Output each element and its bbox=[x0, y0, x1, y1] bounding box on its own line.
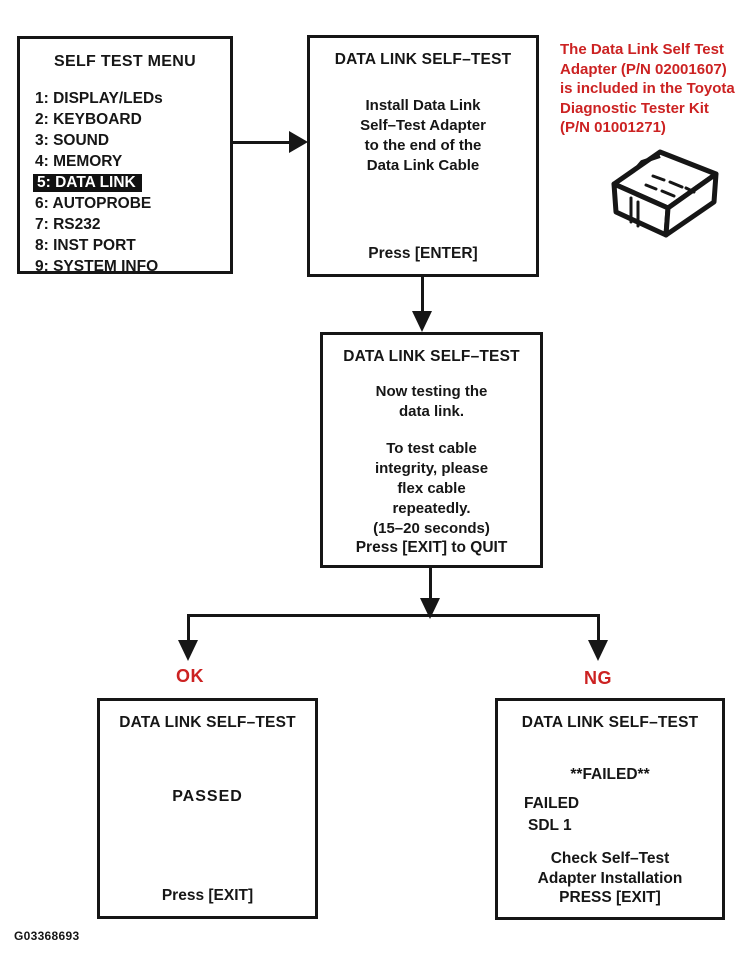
arrowhead-down-icon bbox=[420, 598, 440, 619]
failed-screen: DATA LINK SELF–TEST **FAILED** FAILED SD… bbox=[495, 698, 725, 920]
ng-branch-label: NG bbox=[584, 668, 612, 688]
arrowhead-down-icon bbox=[412, 311, 432, 332]
arrowhead-down-icon bbox=[588, 640, 608, 661]
testing-screen: DATA LINK SELF–TEST Now testing the data… bbox=[320, 332, 543, 568]
install-screen-footer: Press [ENTER] bbox=[368, 245, 478, 262]
testing-screen-footer: Press [EXIT] to QUIT bbox=[355, 539, 508, 556]
connector-install-to-testing bbox=[421, 277, 424, 312]
passed-screen-footer: Press [EXIT] bbox=[161, 887, 254, 904]
passed-screen-title: DATA LINK SELF–TEST bbox=[119, 714, 296, 731]
menu-item-display-leds: 1: DISPLAY/LEDs bbox=[35, 90, 163, 107]
install-adapter-screen: DATA LINK SELF–TEST Install Data Link Se… bbox=[307, 35, 539, 277]
menu-item-sound: 3: SOUND bbox=[35, 132, 110, 149]
menu-item-system-info: 9: SYSTEM INFO bbox=[35, 258, 159, 275]
connector-menu-to-install bbox=[233, 141, 291, 144]
adapter-note: The Data Link Self Test Adapter (P/N 020… bbox=[560, 41, 735, 136]
menu-item-keyboard: 2: KEYBOARD bbox=[35, 111, 142, 128]
self-test-menu-screen: SELF TEST MENU 1: DISPLAY/LEDs 2: KEYBOA… bbox=[17, 36, 233, 277]
menu-item-inst-port: 8: INST PORT bbox=[35, 237, 136, 254]
branch-right-drop bbox=[597, 614, 600, 641]
menu-item-autoprobe: 6: AUTOPROBE bbox=[35, 195, 152, 212]
branch-horizontal-line bbox=[187, 614, 600, 617]
ok-branch-label: OK bbox=[176, 666, 204, 686]
failed-status-line1: FAILED bbox=[524, 795, 580, 812]
menu-item-memory: 4: MEMORY bbox=[35, 153, 123, 170]
menu-item-rs232: 7: RS232 bbox=[35, 216, 101, 233]
testing-screen-body2: To test cable integrity, please flex cab… bbox=[373, 440, 490, 537]
install-screen-body: Install Data Link Self–Test Adapter to t… bbox=[360, 97, 486, 174]
failed-status-line2: SDL 1 bbox=[528, 817, 572, 834]
failed-screen-footer: PRESS [EXIT] bbox=[559, 889, 661, 906]
self-test-adapter-icon bbox=[598, 136, 730, 245]
branch-left-drop bbox=[187, 614, 190, 641]
arrowhead-down-icon bbox=[178, 640, 198, 661]
failed-status-banner: **FAILED** bbox=[570, 766, 650, 783]
arrowhead-right-icon bbox=[289, 131, 308, 153]
failed-screen-title: DATA LINK SELF–TEST bbox=[521, 714, 699, 731]
testing-screen-title: DATA LINK SELF–TEST bbox=[343, 348, 520, 365]
passed-status: PASSED bbox=[172, 788, 243, 805]
menu-item-data-link-selected: 5: DATA LINK bbox=[33, 172, 230, 193]
testing-screen-body1: Now testing the data link. bbox=[375, 383, 488, 420]
failed-hint: Check Self–Test Adapter Installation bbox=[537, 850, 683, 887]
passed-screen: DATA LINK SELF–TEST PASSED Press [EXIT] bbox=[97, 698, 318, 919]
menu-list: 1: DISPLAY/LEDs 2: KEYBOARD 3: SOUND 4: … bbox=[33, 88, 230, 277]
connector-testing-to-branch bbox=[429, 568, 432, 599]
figure-code: G03368693 bbox=[14, 929, 80, 943]
install-screen-title: DATA LINK SELF–TEST bbox=[334, 51, 512, 68]
menu-title: SELF TEST MENU bbox=[54, 53, 196, 70]
